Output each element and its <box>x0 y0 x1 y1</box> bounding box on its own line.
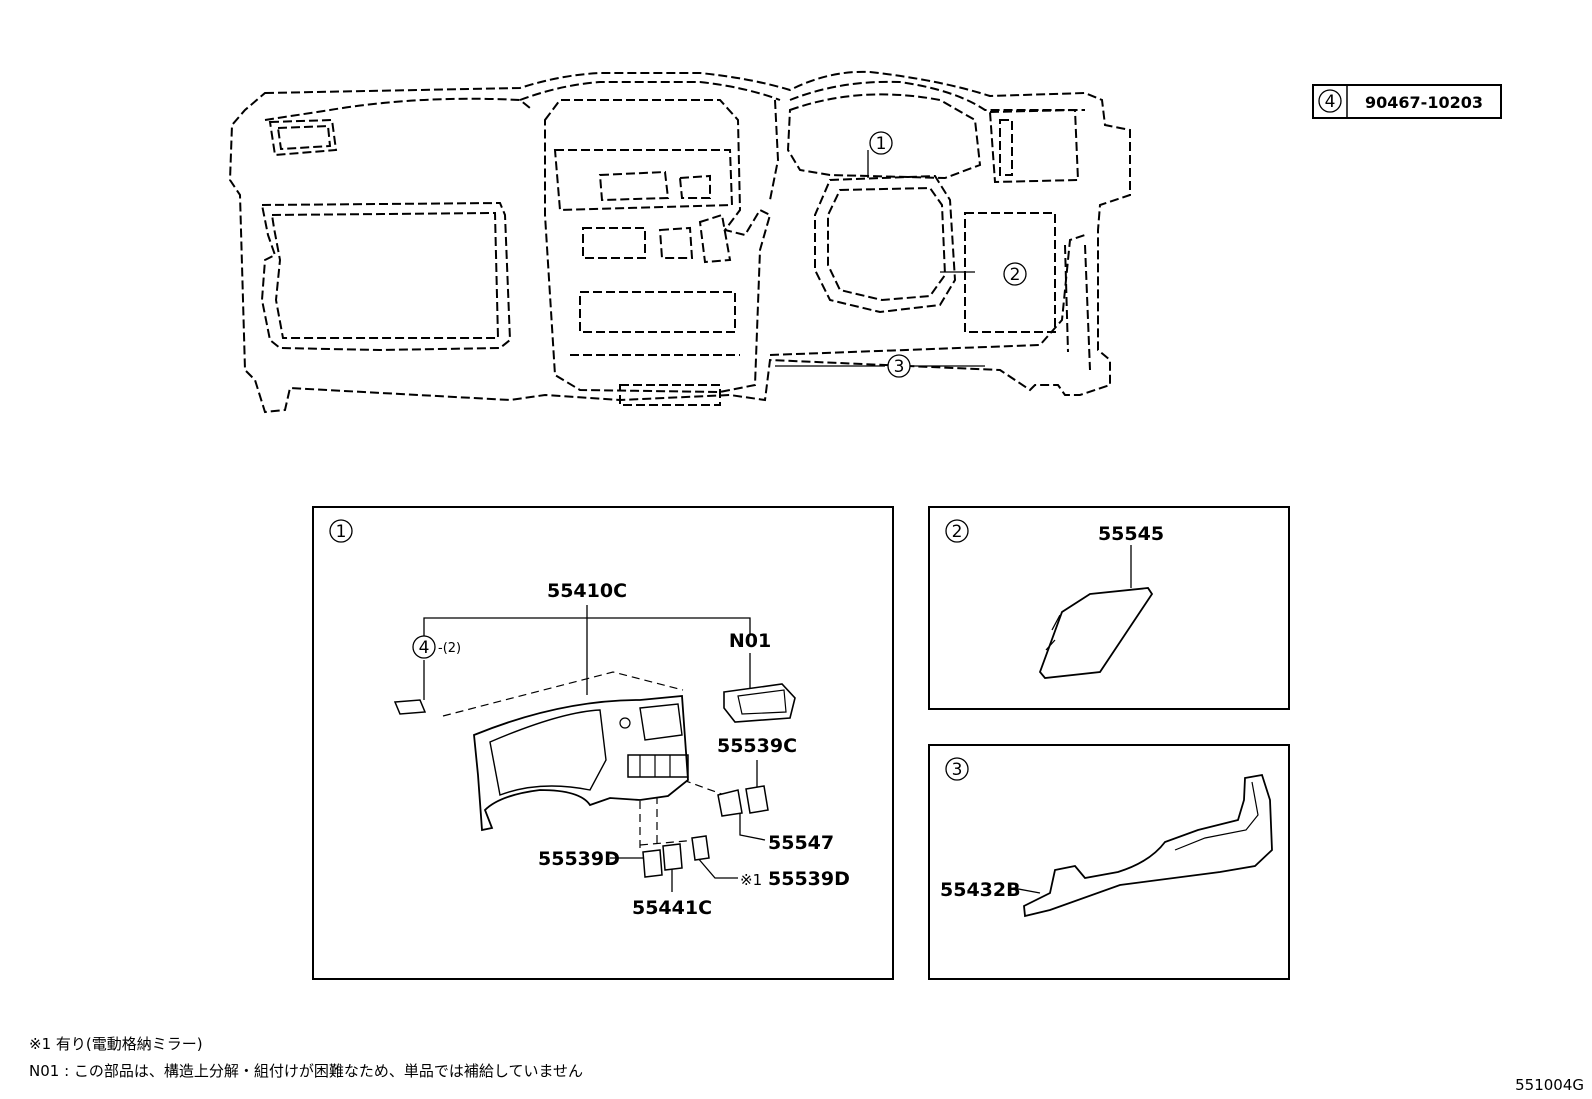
label-55545: 55545 <box>1098 523 1164 545</box>
legend-part-number: 90467-10203 <box>1365 93 1483 112</box>
panel-1-marker: 1 <box>336 522 347 542</box>
panel-2: 2 55545 <box>928 506 1290 710</box>
label-N01: N01 <box>729 630 771 652</box>
panel-3: 3 55432B <box>928 744 1290 980</box>
figure-code: 551004G <box>1515 1076 1584 1094</box>
panel-2-marker: 2 <box>952 522 963 542</box>
label-55539C: 55539C <box>717 735 797 757</box>
overview-callout-1: 1 <box>869 131 893 155</box>
legend-marker: 4 <box>1325 92 1336 112</box>
label-55432B: 55432B <box>940 879 1021 901</box>
label-55547: 55547 <box>768 832 834 854</box>
ref-4-qty: -(2) <box>438 641 461 656</box>
label-55539D-alt-prefix: ※1 <box>740 871 762 889</box>
footnote-N01: N01 : この部品は、構造上分解・組付けが困難なため、単品では補給していません <box>29 1062 584 1080</box>
overview-callout-3: 3 <box>887 354 911 378</box>
svg-text:1: 1 <box>876 134 887 154</box>
panel-3-marker: 3 <box>952 760 963 780</box>
svg-text:2: 2 <box>1010 265 1021 285</box>
svg-text:3: 3 <box>894 357 905 377</box>
dashboard-overview <box>228 70 1131 414</box>
legend-box: 4 90467-10203 <box>1312 84 1502 119</box>
label-55539D-alt: 55539D <box>768 868 850 890</box>
overview-callout-2: 2 <box>1003 262 1027 286</box>
label-55539D: 55539D <box>538 848 620 870</box>
panel-1: 1 <box>312 506 894 980</box>
footnote-1: ※1 有り(電動格納ミラー) <box>29 1035 203 1053</box>
label-55441C: 55441C <box>632 897 712 919</box>
ref-4-marker: 4 <box>419 638 430 658</box>
label-55410C: 55410C <box>547 580 627 602</box>
